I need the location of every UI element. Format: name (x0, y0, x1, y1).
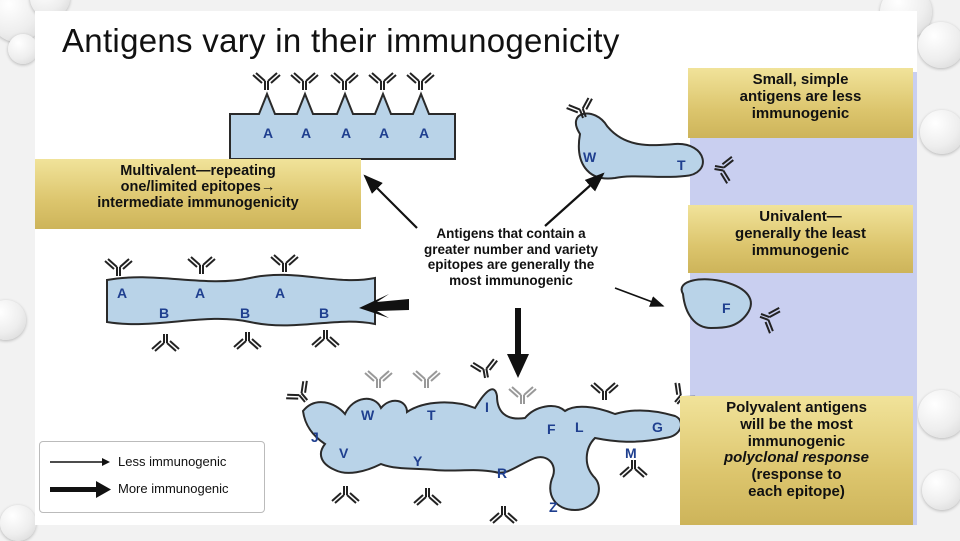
decor-bubble (922, 470, 960, 510)
box-line: antigens are less (739, 87, 862, 105)
decor-bubble (918, 390, 960, 438)
epitope-label: F (547, 421, 556, 437)
decor-bubble (8, 34, 38, 64)
center-line: greater number and variety (423, 241, 599, 257)
epitope-label: A (341, 125, 351, 141)
box-line: each epitope) (748, 482, 845, 500)
repeating-antigen (106, 273, 376, 327)
slide: Antigens vary in their immunogenicity (35, 11, 917, 525)
box-line: will be the most (740, 415, 853, 433)
epitope-label: V (339, 445, 349, 461)
box-line: Multivalent—repeating (120, 163, 276, 179)
decor-bubble (0, 505, 36, 541)
epitope-label: Y (413, 453, 423, 469)
epitope-label: F (722, 300, 731, 316)
epitope-label: Z (549, 499, 558, 515)
legend-thick-arrow (50, 487, 98, 492)
epitope-label: A (275, 285, 285, 301)
legend-less: Less immunogenic (118, 454, 227, 469)
epitope-label: B (240, 305, 250, 321)
epitope-label: B (319, 305, 329, 321)
epitope-label: R (497, 465, 507, 481)
slide-title: Antigens vary in their immunogenicity (62, 22, 620, 59)
legend-thick-arrow-head (96, 481, 111, 498)
center-line: epitopes are generally the (427, 257, 595, 273)
box-multivalent: Multivalent—repeating one/limited epitop… (35, 159, 361, 229)
small-antigen (574, 112, 704, 180)
epitope-label: T (427, 407, 436, 423)
arrow-to-small (544, 172, 605, 227)
epitope-label: B (159, 305, 169, 321)
box-line: generally the least (735, 224, 866, 242)
arrow-to-polyvalent (507, 308, 529, 378)
epitope-label: M (625, 445, 637, 461)
legend: Less immunogenic More immunogenic (39, 441, 265, 513)
arrow-to-repeating (359, 294, 409, 318)
box-line: Polyvalent antigens (726, 399, 867, 416)
legend-thin-arrow-head (102, 458, 110, 466)
polyvalent-antigen (301, 388, 682, 512)
epitope-label: A (379, 125, 389, 141)
arrow-to-univalent (614, 287, 665, 307)
box-line: immunogenic (751, 241, 850, 259)
legend-arrows (50, 458, 111, 498)
epitope-label: A (301, 125, 311, 141)
box-line: immunogenic (751, 104, 850, 122)
box-line: Small, simple (752, 71, 849, 88)
epitope-label: L (575, 419, 584, 435)
multivalent-antigen (229, 91, 456, 160)
epitope-label: J (311, 429, 319, 445)
box-polyvalent: Polyvalent antigens will be the most imm… (680, 396, 913, 525)
box-line: immunogenic (747, 432, 846, 450)
epitope-label: A (195, 285, 205, 301)
box-line: one/limited epitopes→ (120, 179, 276, 196)
box-line: polyclonal response (723, 449, 870, 467)
center-description: Antigens that contain a greater number a… (403, 226, 619, 288)
decor-bubble (0, 300, 26, 340)
epitope-label: A (419, 125, 429, 141)
epitope-label: A (263, 125, 273, 141)
decor-bubble (918, 22, 960, 68)
box-line: Univalent— (759, 208, 842, 225)
legend-more: More immunogenic (118, 481, 229, 496)
box-univalent: Univalent— generally the least immunogen… (688, 205, 913, 273)
decor-bubble (920, 110, 960, 154)
epitope-label: G (652, 419, 663, 435)
center-line: Antigens that contain a (436, 226, 586, 241)
epitope-label: W (583, 149, 597, 165)
epitope-label: I (485, 399, 489, 415)
epitope-label: A (117, 285, 127, 301)
box-small-simple: Small, simple antigens are less immunoge… (688, 68, 913, 138)
epitope-label: T (677, 157, 686, 173)
center-line: most immunogenic (449, 272, 573, 288)
univalent-antigen (680, 278, 752, 330)
box-line: intermediate immunogenicity (97, 195, 299, 212)
box-line: (response to (751, 466, 842, 484)
epitope-label: W (361, 407, 375, 423)
arrow-to-multivalent (363, 174, 418, 229)
